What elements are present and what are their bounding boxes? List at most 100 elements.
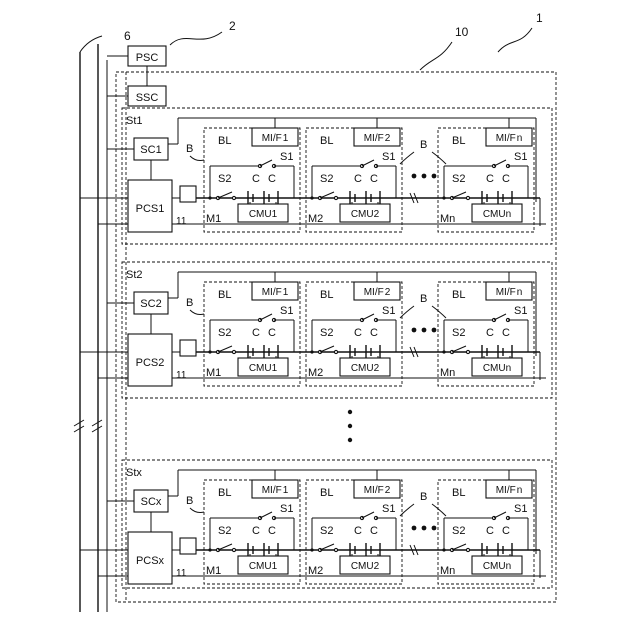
ellipsis-dot (348, 438, 352, 442)
sc-label: SC1 (140, 144, 161, 156)
s1-switch (362, 160, 374, 166)
bl-label: BL (218, 289, 231, 301)
s1-switch (260, 314, 272, 320)
ref-group-leader (420, 42, 452, 70)
junction-dot (208, 196, 211, 199)
cell-label: C (502, 525, 510, 537)
cell-label: C (370, 525, 378, 537)
mif-label: MI/F2 (364, 287, 391, 298)
b-leader (400, 306, 446, 318)
switch-contact (232, 350, 235, 353)
cmu-label: CMUn (483, 561, 511, 572)
s2-switch (320, 346, 334, 352)
ellipsis-dot (432, 328, 437, 333)
mif-label: MI/Fn (496, 133, 523, 144)
cell-label: C (354, 173, 362, 185)
junction-dot (442, 350, 445, 353)
cell-label: C (502, 327, 510, 339)
module-label: Mn (440, 565, 455, 577)
sensor-box (180, 340, 196, 356)
s1-label: S1 (280, 305, 293, 317)
module-1: MI/F1BLS1S2CCCMU1M1 (204, 118, 300, 232)
ref-system-leader (498, 28, 532, 52)
bus-label-b: B (186, 297, 193, 309)
switch-contact (466, 350, 469, 353)
bl-label: BL (218, 135, 231, 147)
s2-switch (218, 544, 232, 550)
s2-switch (320, 192, 334, 198)
s2-switch (320, 544, 334, 550)
cell-label: C (370, 327, 378, 339)
bus-label-b: B (186, 495, 193, 507)
station-label: St2 (126, 269, 143, 281)
junction-dot (442, 548, 445, 551)
ref-system: 1 (536, 11, 543, 25)
junction-dot (310, 548, 313, 551)
ref-power-line: 6 (124, 29, 131, 43)
module-3: MI/FnBLS1S2CCCMUnMn (438, 470, 534, 584)
s1-switch (494, 314, 506, 320)
cmu-label: CMU1 (249, 363, 278, 374)
module-label: Mn (440, 367, 455, 379)
mif-label: MI/F1 (262, 287, 289, 298)
bus-label-b: B (420, 139, 427, 151)
module-2: MI/F2BLS1S2CCCMU2M2 (306, 470, 402, 584)
cell-label: C (268, 327, 276, 339)
b-leader (190, 310, 204, 315)
switch-contact (334, 350, 337, 353)
bl-label: BL (218, 487, 231, 499)
pcs-label: PCS2 (136, 357, 165, 369)
cell-label: C (354, 327, 362, 339)
s2-switch (452, 544, 466, 550)
ellipsis-dot (412, 526, 417, 531)
bl-label: BL (320, 135, 333, 147)
cell-label: C (268, 525, 276, 537)
s1-label: S1 (280, 503, 293, 515)
sensor-ref: 11 (176, 568, 187, 579)
power-bus-lines (74, 36, 107, 612)
s1-label: S1 (280, 151, 293, 163)
s1-switch (494, 512, 506, 518)
cmu-label: CMU2 (351, 209, 380, 220)
pcs-label: PCS1 (136, 203, 165, 215)
cmu-label: CMUn (483, 363, 511, 374)
module-2: MI/F2BLS1S2CCCMU2M2 (306, 272, 402, 386)
module-label: M2 (308, 367, 323, 379)
cmu-label: CMU2 (351, 363, 380, 374)
bl-label: BL (320, 289, 333, 301)
cell-label: C (252, 173, 260, 185)
s1-switch (260, 160, 272, 166)
s2-label: S2 (320, 525, 333, 537)
cmu-label: CMUn (483, 209, 511, 220)
sc-label: SCx (141, 496, 162, 508)
switch-contact (466, 548, 469, 551)
s2-label: S2 (218, 525, 231, 537)
sensor-box (180, 186, 196, 202)
s1-switch (362, 314, 374, 320)
psc-label: PSC (136, 52, 159, 64)
ellipsis-dot (348, 424, 352, 428)
pcs-label: PCSx (136, 555, 165, 567)
ellipsis-dot (432, 174, 437, 179)
ssc-label: SSC (136, 92, 159, 104)
s2-label: S2 (320, 327, 333, 339)
bl-label: BL (320, 487, 333, 499)
s2-label: S2 (452, 525, 465, 537)
s2-label: S2 (218, 327, 231, 339)
s2-switch (218, 346, 232, 352)
s1-label: S1 (382, 503, 395, 515)
switch-contact (334, 548, 337, 551)
module-label: M2 (308, 213, 323, 225)
cell-label: C (268, 173, 276, 185)
cell-label: C (502, 173, 510, 185)
module-label: M1 (206, 565, 221, 577)
ellipsis-dot (412, 174, 417, 179)
junction-dot (442, 196, 445, 199)
mif-label: MI/F2 (364, 485, 391, 496)
module-label: M2 (308, 565, 323, 577)
cell-label: C (370, 173, 378, 185)
bl-label: BL (452, 135, 465, 147)
sensor-ref: 11 (176, 370, 187, 381)
ellipsis-dot (412, 328, 417, 333)
s2-switch (452, 192, 466, 198)
